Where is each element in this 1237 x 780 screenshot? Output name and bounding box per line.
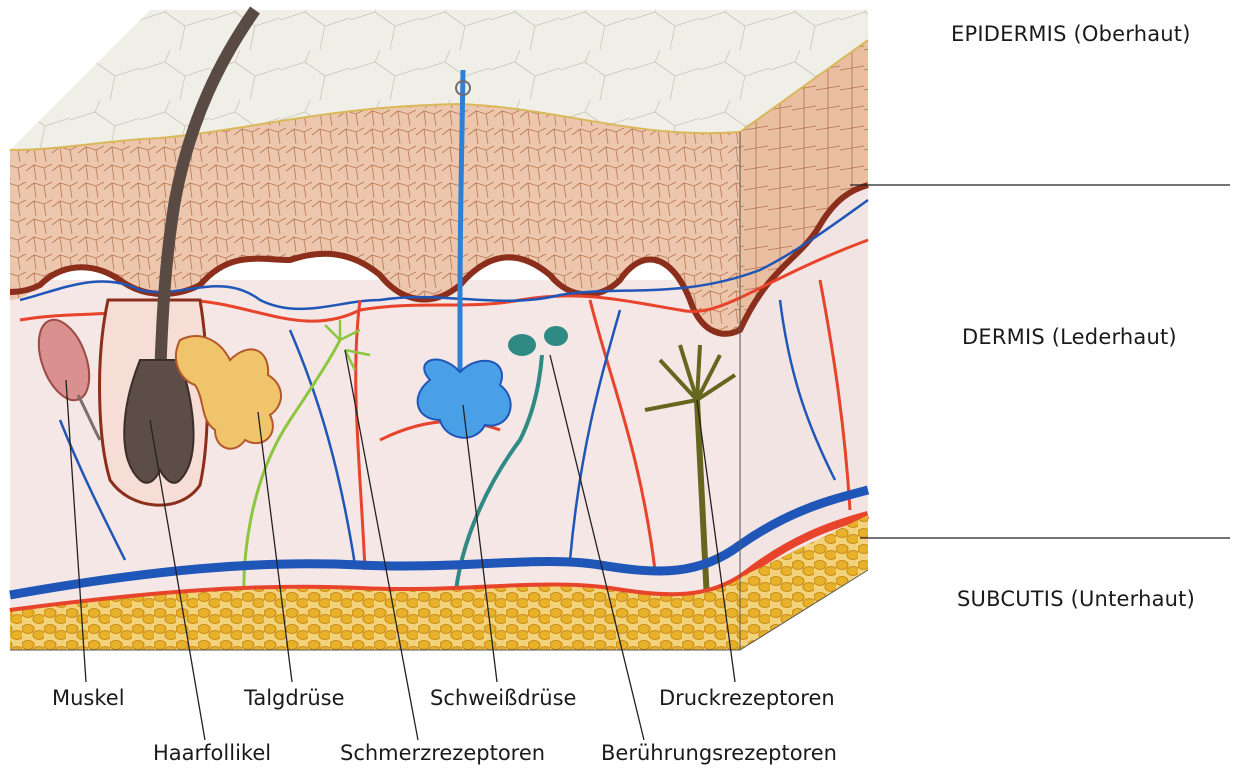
callout-schmerzrezeptoren: Schmerzrezeptoren: [340, 741, 545, 765]
touch-receptor-left: [508, 334, 536, 356]
callout-haarfollikel: Haarfollikel: [153, 741, 271, 765]
callout-talgdruese: Talgdrüse: [244, 686, 345, 710]
layer-label-subcutis: SUBCUTIS (Unterhaut): [957, 587, 1195, 611]
layer-label-epidermis: EPIDERMIS (Oberhaut): [951, 22, 1191, 46]
layer-label-dermis: DERMIS (Lederhaut): [962, 325, 1177, 349]
touch-receptor-right: [544, 326, 568, 346]
callout-muskel: Muskel: [52, 686, 125, 710]
callout-beruehrungsrezeptoren: Berührungsrezeptoren: [601, 741, 837, 765]
callout-schweissdruese: Schweißdrüse: [430, 686, 576, 710]
callout-druckrezeptoren: Druckrezeptoren: [659, 686, 835, 710]
